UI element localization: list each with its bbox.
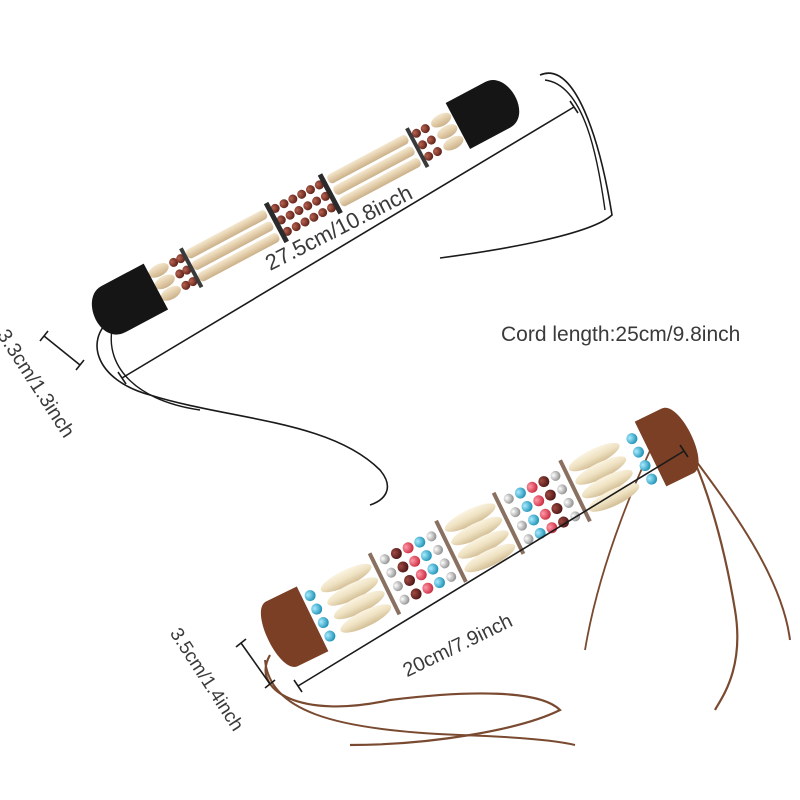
bottom-length-measure (293, 444, 689, 693)
brown-leather-choker (235, 407, 791, 747)
bottom-right-leather-tab (634, 407, 699, 487)
bottom-left-cord-2 (264, 659, 576, 746)
top-strands (148, 112, 464, 301)
black-leather-choker (39, 72, 613, 506)
top-left-leather-tab (91, 263, 169, 335)
top-right-cord (439, 72, 613, 259)
top-left-cord (96, 319, 389, 506)
bottom-width-measure (235, 638, 276, 689)
top-length-measure (117, 100, 579, 385)
top-right-leather-tab (445, 80, 520, 149)
top-width-measure (39, 330, 85, 371)
cord-length-label: Cord length:25cm/9.8inch (501, 323, 741, 346)
top-right-cord-2 (544, 79, 606, 211)
bottom-strands (304, 433, 658, 642)
bottom-left-leather-tab (260, 586, 329, 667)
